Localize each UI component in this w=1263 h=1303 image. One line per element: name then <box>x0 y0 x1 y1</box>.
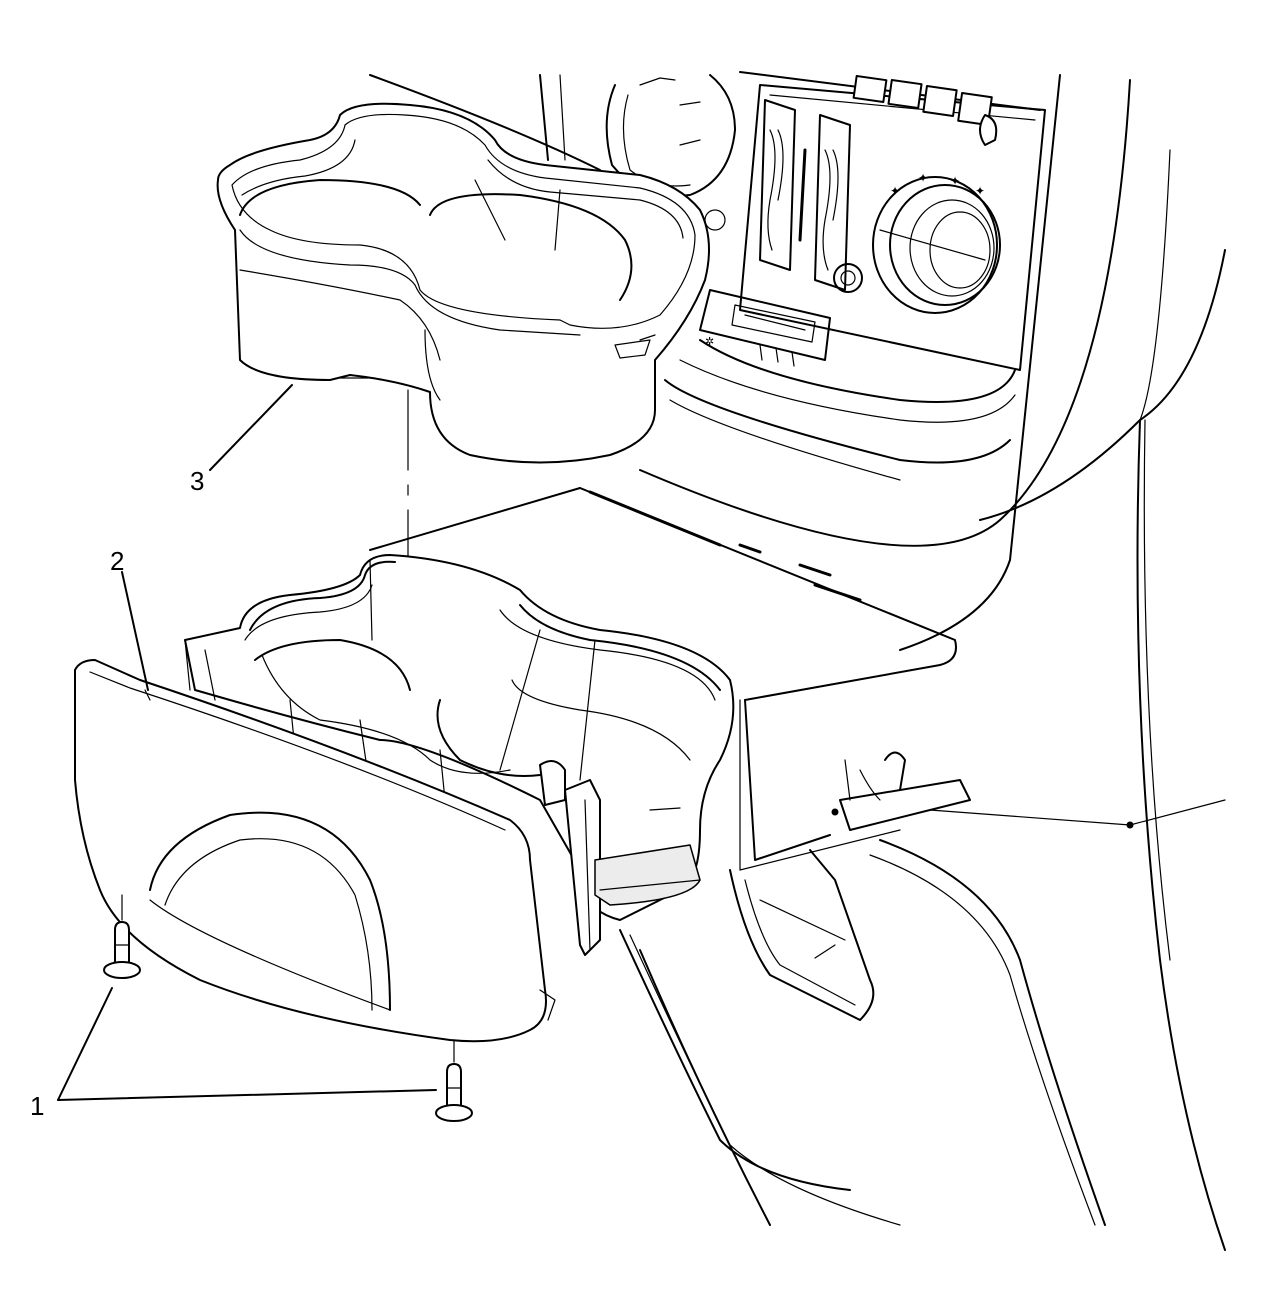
callout-1: 1 <box>30 1091 44 1121</box>
hvac-control-panel: ✦ ✦ ✦ ✦ ✲ <box>679 75 1046 423</box>
leader-lines <box>57 384 437 1101</box>
push-pin-lower <box>435 1039 473 1122</box>
mode-mark-icon: ✦ <box>975 184 985 198</box>
cup-holder-housing <box>184 554 735 956</box>
front-cover-panel <box>74 659 556 1043</box>
callout-labels: 1 2 3 <box>30 466 204 1121</box>
cup-holder-insert <box>216 102 710 464</box>
push-pin-fasteners <box>103 894 473 1122</box>
latch-mechanism <box>831 751 1226 831</box>
callout-3: 3 <box>190 466 204 496</box>
mode-mark-icon: ✦ <box>950 174 960 188</box>
mode-mark-icon: ✦ <box>918 171 928 185</box>
fan-icon: ✲ <box>705 335 714 348</box>
callout-2: 2 <box>110 546 124 576</box>
push-pin-upper <box>103 894 141 979</box>
mode-mark-icon: ✦ <box>890 184 900 198</box>
instrument-panel: ✦ ✦ ✦ ✦ ✲ <box>369 71 1226 1251</box>
